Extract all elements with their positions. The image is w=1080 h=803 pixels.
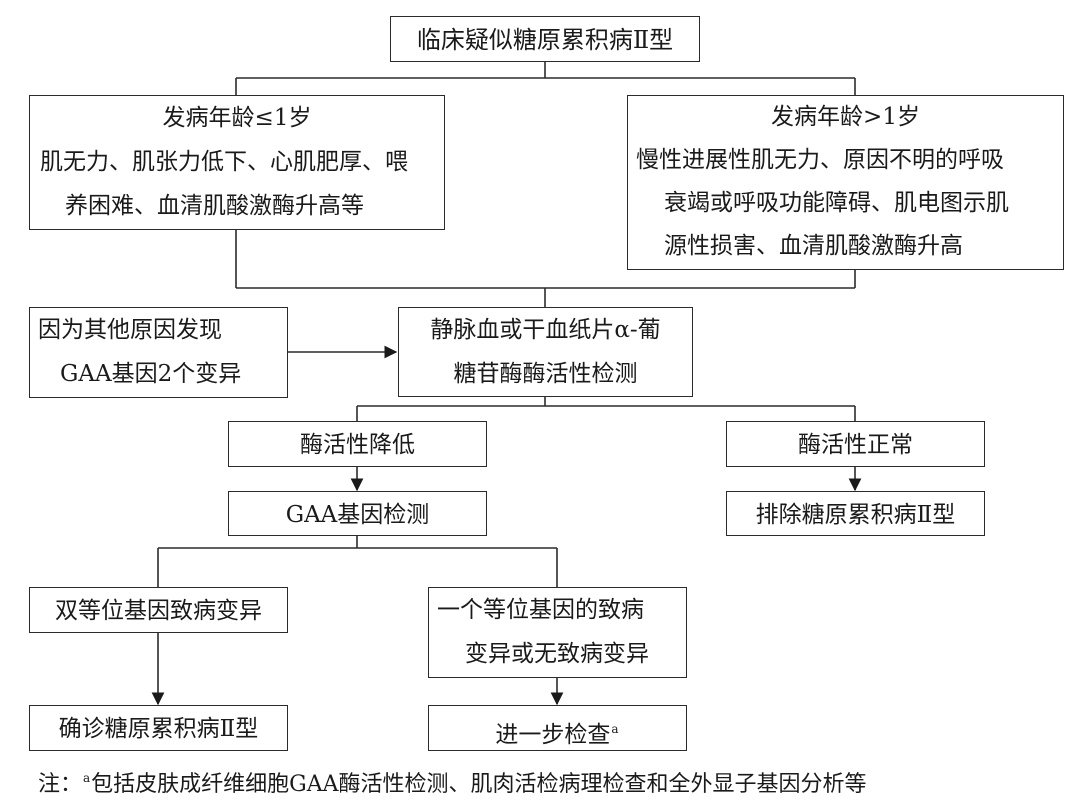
biallelic-text: 双等位基因致病变异 <box>55 598 262 624</box>
confirm-box: 确诊糖原累积病Ⅱ型 <box>29 705 288 751</box>
age-gt1-line-3: 源性损害、血清肌酸激酶升高 <box>664 233 963 259</box>
gaa-test-text: GAA基因检测 <box>285 502 430 528</box>
confirm-text: 确诊糖原累积病Ⅱ型 <box>58 716 259 742</box>
age-gt1-line-2: 衰竭或呼吸功能障碍、肌电图示肌 <box>664 190 1009 216</box>
age-gt1-box: 发病年龄>1岁 慢性进展性肌无力、原因不明的呼吸 衰竭或呼吸功能障碍、肌电图示肌… <box>627 95 1064 270</box>
other-cause-line-1: 因为其他原因发现 <box>38 317 222 343</box>
further-box: 进一步检查a <box>428 705 687 751</box>
age-le1-heading: 发病年龄≤1岁 <box>162 105 312 131</box>
activity-low-text: 酶活性降低 <box>300 432 415 458</box>
activity-normal-box: 酶活性正常 <box>726 421 985 467</box>
age-gt1-line-1: 慢性进展性肌无力、原因不明的呼吸 <box>636 147 1004 173</box>
footnote-text: 包括皮肤成纤维细胞GAA酶活性检测、肌肉活检病理检查和全外显子基因分析等 <box>91 772 867 797</box>
footnote: 注：a包括皮肤成纤维细胞GAA酶活性检测、肌肉活检病理检查和全外显子基因分析等 <box>38 762 867 801</box>
footnote-mark: a <box>83 771 91 785</box>
exclude-box: 排除糖原累积病Ⅱ型 <box>726 491 985 536</box>
title-box: 临床疑似糖原累积病Ⅱ型 <box>390 16 700 62</box>
gaa-test-box: GAA基因检测 <box>228 491 487 536</box>
further-footnote-mark: a <box>611 722 619 736</box>
age-le1-line-1: 肌无力、肌张力低下、心肌肥厚、喂 <box>40 149 408 175</box>
enzyme-test-box: 静脉血或干血纸片α-葡 糖苷酶酶活性检测 <box>398 307 693 397</box>
age-le1-box: 发病年龄≤1岁 肌无力、肌张力低下、心肌肥厚、喂 养困难、血清肌酸激酶升高等 <box>29 95 445 230</box>
other-cause-box: 因为其他原因发现 GAA基因2个变异 <box>29 307 288 398</box>
activity-normal-text: 酶活性正常 <box>798 432 913 458</box>
mono-box: 一个等位基因的致病 变异或无致病变异 <box>428 587 687 678</box>
mono-line-2: 变异或无致病变异 <box>465 641 649 667</box>
title-text: 临床疑似糖原累积病Ⅱ型 <box>416 26 674 54</box>
biallelic-box: 双等位基因致病变异 <box>29 587 288 633</box>
footnote-prefix: 注： <box>38 772 83 797</box>
age-le1-line-2: 养困难、血清肌酸激酶升高等 <box>65 193 364 219</box>
exclude-text: 排除糖原累积病Ⅱ型 <box>755 502 956 528</box>
age-gt1-heading: 发病年龄>1岁 <box>771 104 920 130</box>
activity-low-box: 酶活性降低 <box>228 421 487 467</box>
other-cause-line-2: GAA基因2个变异 <box>60 361 242 387</box>
further-text: 进一步检查 <box>495 722 611 748</box>
enzyme-test-line-1: 静脉血或干血纸片α-葡 <box>430 317 661 343</box>
enzyme-test-line-2: 糖苷酶酶活性检测 <box>453 361 638 387</box>
mono-line-1: 一个等位基因的致病 <box>437 597 644 623</box>
